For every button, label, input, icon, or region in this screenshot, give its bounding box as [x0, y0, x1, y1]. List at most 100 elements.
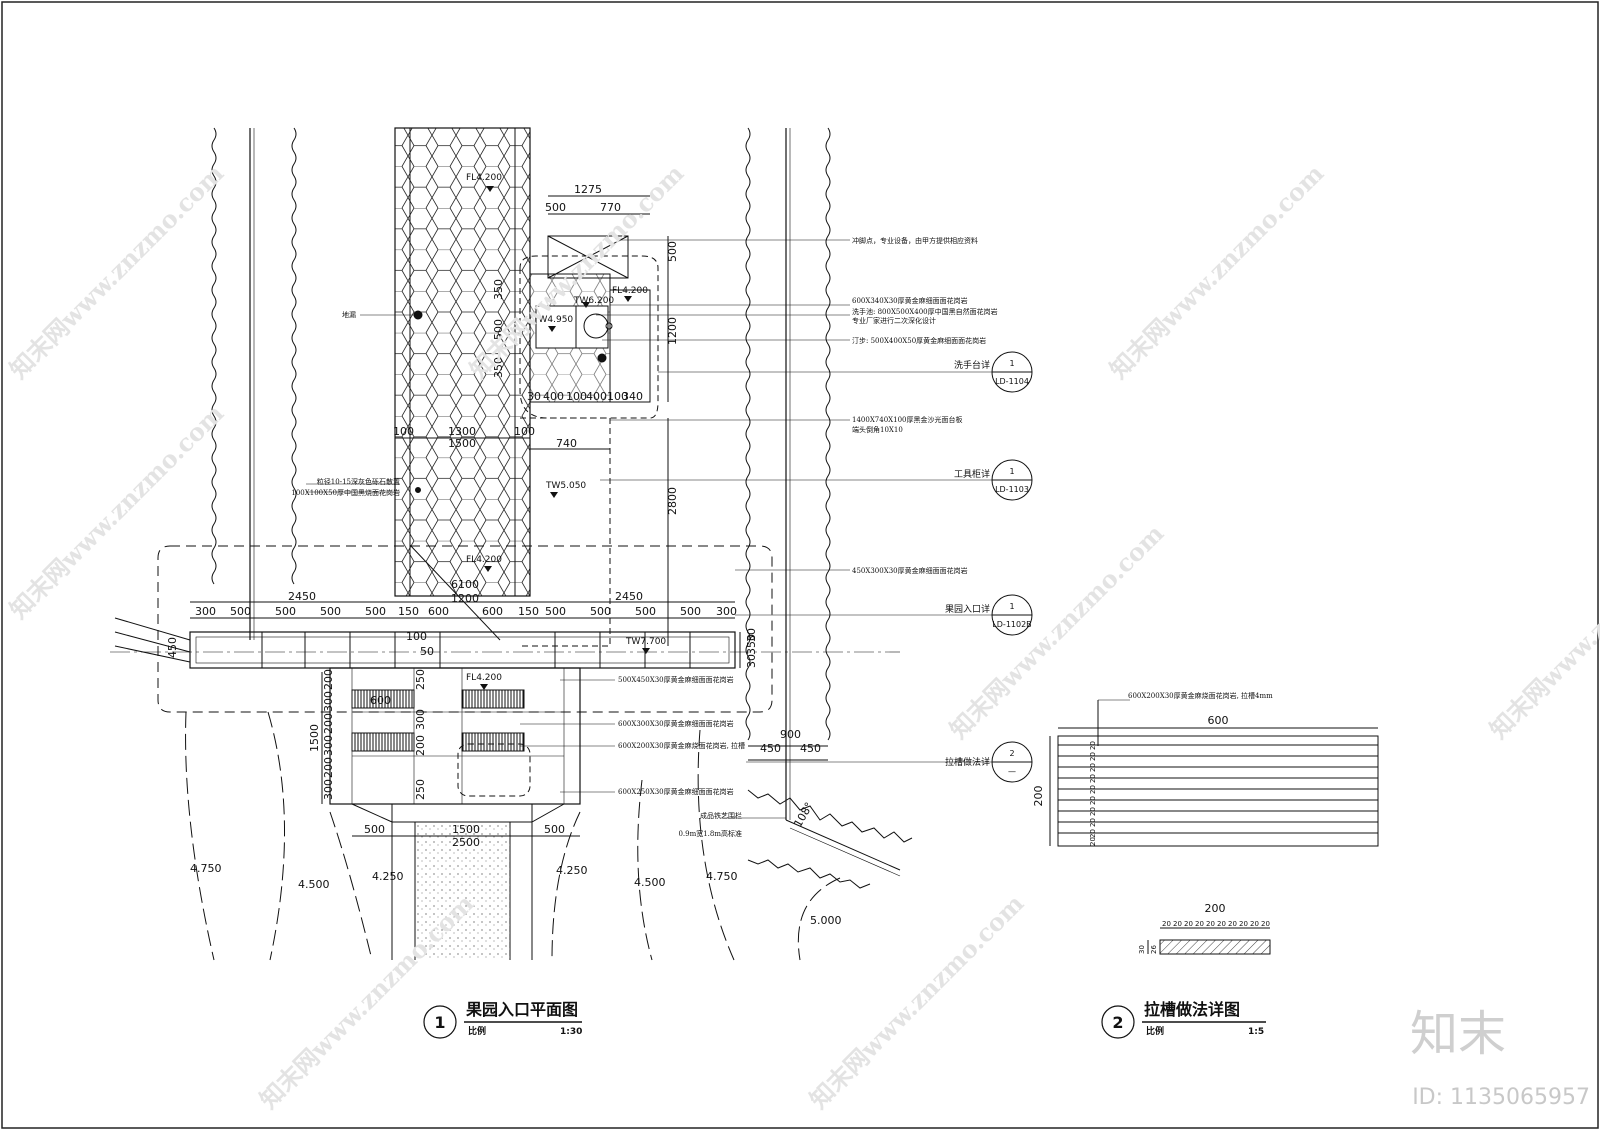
svg-text:20: 20 [1089, 837, 1097, 846]
svg-text:350: 350 [745, 634, 758, 655]
svg-text:2500: 2500 [452, 836, 480, 849]
svg-text:200: 200 [322, 669, 335, 690]
svg-text:20: 20 [1184, 920, 1193, 928]
dim-350-v2: 350 [492, 357, 505, 378]
dim-1200-v: 1200 [666, 317, 679, 345]
svg-text:300: 300 [716, 605, 737, 618]
plan-title-block: 1 果园入口平面图 比例 1:30 [423, 1000, 582, 1039]
svg-text:300: 300 [322, 779, 335, 800]
ref-callout-entrance[interactable]: 果园入口详 1 LD-1102B [945, 594, 1033, 636]
svg-text:200: 200 [414, 735, 427, 756]
svg-text:20: 20 [1195, 920, 1204, 928]
ref-callout-groove[interactable]: 拉槽做法详 2 — [945, 741, 1033, 783]
detail-scale: 1:5 [1248, 1027, 1264, 1037]
svg-text:26: 26 [1150, 945, 1158, 954]
svg-text:20: 20 [1089, 796, 1097, 805]
svg-text:20: 20 [1206, 920, 1215, 928]
svg-text:TW7.700: TW7.700 [625, 637, 666, 647]
svg-text:20: 20 [1089, 818, 1097, 827]
watermark-layer: 知末网www.znzmo.com 知末网www.znzmo.com 知末网www… [4, 159, 1600, 1115]
svg-text:TW6.200: TW6.200 [573, 296, 614, 306]
svg-text:FL4.200: FL4.200 [466, 555, 502, 565]
svg-text:1200: 1200 [451, 592, 479, 605]
svg-text:知末网www.znzmo.com: 知末网www.znzmo.com [1104, 159, 1330, 385]
svg-text:4.500: 4.500 [634, 876, 666, 889]
detail-title-block: 2 拉槽做法详图 比例 1:5 [1101, 1000, 1266, 1039]
plan-scale: 1:30 [560, 1027, 582, 1037]
svg-text:6100: 6100 [451, 578, 479, 591]
svg-text:500: 500 [275, 605, 296, 618]
svg-text:1: 1 [1009, 359, 1014, 368]
svg-text:20: 20 [1217, 920, 1226, 928]
svg-text:100: 100 [566, 390, 587, 403]
svg-text:20: 20 [1261, 920, 1270, 928]
svg-text:300: 300 [195, 605, 216, 618]
svg-text:洗手池: 800X500X400厚中国黑自然面花岗岩: 洗手池: 800X500X400厚中国黑自然面花岗岩 [852, 307, 998, 316]
svg-text:600X300X30厚黄金麻细面面花岗岩: 600X300X30厚黄金麻细面面花岗岩 [618, 719, 734, 728]
svg-text:300: 300 [322, 691, 335, 712]
svg-text:工具柜详: 工具柜详 [954, 468, 990, 480]
svg-text:LD-1103: LD-1103 [995, 485, 1029, 494]
svg-text:知末网www.znzmo.com: 知末网www.znzmo.com [944, 519, 1170, 745]
svg-text:20: 20 [1089, 807, 1097, 816]
svg-text:20: 20 [1089, 785, 1097, 794]
svg-text:30: 30 [745, 654, 758, 668]
svg-text:500: 500 [544, 823, 565, 836]
svg-text:30: 30 [1138, 945, 1146, 954]
svg-text:专业厂家进行二次深化设计: 专业厂家进行二次深化设计 [852, 316, 936, 325]
svg-text:250: 250 [414, 669, 427, 690]
svg-text:200: 200 [1032, 786, 1045, 807]
svg-text:FL4.200: FL4.200 [466, 673, 502, 683]
planting-edge [291, 127, 297, 585]
svg-text:知末网www.znzmo.com: 知末网www.znzmo.com [4, 399, 230, 625]
planting-edge [747, 789, 913, 843]
svg-text:1400X740X100厚黑金沙光面台板: 1400X740X100厚黑金沙光面台板 [852, 415, 963, 424]
svg-text:0.9m宽1.8m高标准: 0.9m宽1.8m高标准 [678, 829, 742, 838]
svg-text:LD-1104: LD-1104 [995, 377, 1029, 386]
svg-text:600: 600 [370, 694, 391, 707]
plan-elevations: FL4.200 TW4.950 TW6.200 FL4.200 TW5.050 … [466, 173, 666, 683]
svg-text:知末网www.znzmo.com: 知末网www.znzmo.com [254, 889, 480, 1115]
svg-text:500: 500 [365, 605, 386, 618]
svg-text:600: 600 [482, 605, 503, 618]
svg-text:20: 20 [1089, 752, 1097, 761]
svg-text:30: 30 [745, 628, 758, 642]
svg-text:200: 200 [322, 713, 335, 734]
svg-text:450: 450 [166, 637, 179, 658]
svg-text:2: 2 [1009, 749, 1014, 758]
svg-text:500: 500 [590, 605, 611, 618]
svg-text:740: 740 [556, 437, 577, 450]
plan-dimensions: 1275 500 770 500 1200 350 500 350 30 400… [166, 183, 821, 849]
svg-text:500: 500 [230, 605, 251, 618]
dim-500-v2: 500 [492, 319, 505, 340]
svg-text:20: 20 [1089, 763, 1097, 772]
ref-callout-sink[interactable]: 洗手台详 1 LD-1104 [954, 351, 1033, 393]
svg-text:600X200X30厚黄金麻烧面花岗岩, 拉槽4mm: 600X200X30厚黄金麻烧面花岗岩, 拉槽4mm [1128, 691, 1273, 700]
svg-text:20: 20 [1089, 829, 1097, 838]
svg-text:150: 150 [518, 605, 539, 618]
svg-text:—: — [1008, 767, 1016, 776]
svg-text:知末网www.znzmo.com: 知末网www.znzmo.com [1484, 519, 1600, 745]
planting-edge [825, 127, 831, 741]
svg-text:600X200X30厚黄金麻烧面花岗岩, 拉槽: 600X200X30厚黄金麻烧面花岗岩, 拉槽 [618, 741, 745, 750]
svg-text:100: 100 [406, 630, 427, 643]
dim-770: 770 [600, 201, 621, 214]
svg-text:400: 400 [543, 390, 564, 403]
svg-text:汀步: 500X400X50厚黄金麻细面面花岗岩: 汀步: 500X400X50厚黄金麻细面面花岗岩 [852, 336, 986, 345]
ref-callout-tool[interactable]: 工具柜详 1 LD-1103 [954, 459, 1033, 501]
watermark-id: ID: 1135065957 [1412, 1085, 1590, 1110]
svg-text:知末网www.znzmo.com: 知末网www.znzmo.com [4, 159, 230, 385]
svg-text:900: 900 [780, 728, 801, 741]
svg-text:400: 400 [586, 390, 607, 403]
svg-text:20: 20 [1173, 920, 1182, 928]
groove-detail-text: 600X200X30厚黄金麻烧面花岗岩, 拉槽4mm 600 200 20 20… [1032, 691, 1273, 954]
detail-title: 拉槽做法详图 [1144, 1000, 1240, 1019]
svg-text:20: 20 [1228, 920, 1237, 928]
svg-text:20: 20 [1089, 774, 1097, 783]
svg-text:5.000: 5.000 [810, 914, 842, 927]
elevation-markers [480, 186, 650, 690]
svg-text:500: 500 [364, 823, 385, 836]
svg-text:4.250: 4.250 [372, 870, 404, 883]
svg-text:TW4.950: TW4.950 [532, 315, 573, 325]
svg-text:600: 600 [1208, 714, 1229, 727]
